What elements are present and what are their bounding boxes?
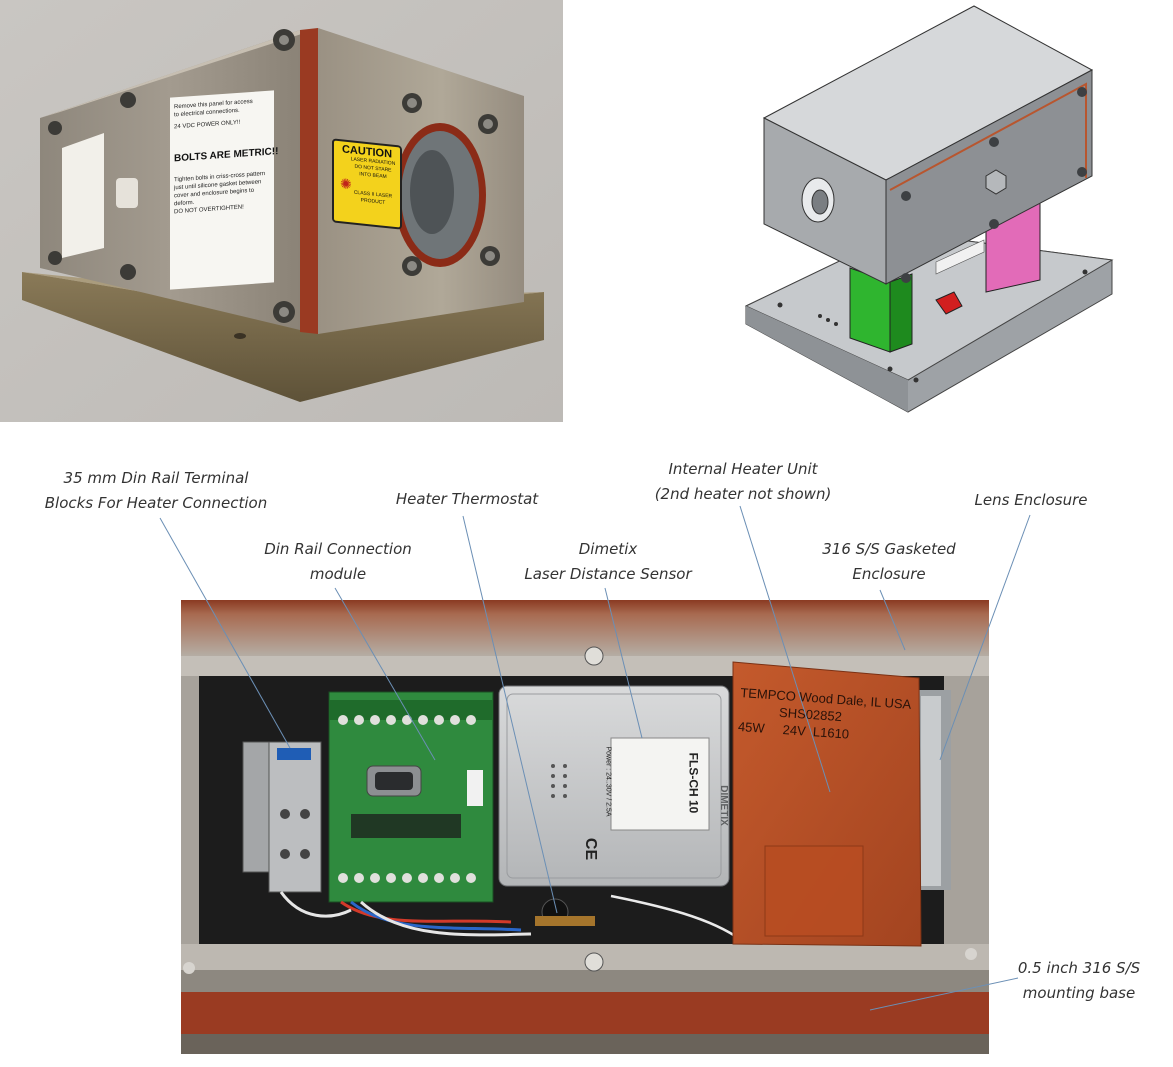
ce-mark: CE	[582, 837, 600, 861]
callout-line: Enclosure	[852, 565, 926, 583]
callout-line: 316 S/S Gasketed	[822, 540, 956, 558]
cad-model-render	[740, 0, 1120, 420]
bolts-top-line: 24 VDC POWER ONLY!!	[174, 119, 241, 131]
sensor-brand-label: DIMETIX	[717, 785, 729, 826]
callout-line: Lens Enclosure	[974, 491, 1088, 509]
callout-line: Dimetix	[578, 540, 638, 558]
callout-line: Blocks For Heater Connection	[44, 494, 268, 512]
callout-line: Internal Heater Unit	[668, 460, 818, 478]
callout-line: Heater Thermostat	[395, 490, 539, 508]
sensor-power-label: Power : 24..30V / 2.5A	[604, 746, 612, 817]
callout-din-rail-module: Din Rail Connection module	[248, 537, 428, 587]
callout-line: (2nd heater not shown)	[654, 485, 832, 503]
caution-line: CLASS II LASER PRODUCT	[353, 189, 393, 206]
bolts-heading: BOLTS ARE METRIC!!	[174, 146, 279, 165]
callout-laser-sensor: Dimetix Laser Distance Sensor	[512, 537, 704, 587]
callout-lens-enclosure: Lens Enclosure	[964, 488, 1098, 513]
sensor-model-label: FLS-CH 10	[686, 752, 701, 814]
callout-line: 0.5 inch 316 S/S	[1017, 959, 1141, 977]
bolts-are-metric-sticker: Remove this panel for access to electric…	[170, 90, 279, 290]
laser-starburst-icon: ✺	[340, 175, 352, 193]
callout-line: Din Rail Connection	[264, 540, 412, 558]
callout-din-rail-terminals: 35 mm Din Rail Terminal Blocks For Heate…	[40, 466, 272, 516]
enclosure-photo: Remove this panel for access to electric…	[0, 0, 563, 422]
callout-mounting-base: 0.5 inch 316 S/S mounting base	[1004, 956, 1154, 1006]
callout-internal-heater: Internal Heater Unit (2nd heater not sho…	[638, 457, 848, 507]
callout-line: module	[309, 565, 367, 583]
caution-sticker: CAUTION LASER RADIATION DO NOT STARE INT…	[332, 138, 402, 230]
callout-gasketed-enclosure: 316 S/S Gasketed Enclosure	[808, 537, 970, 587]
internal-components-photo: FLS-CH 10 Power : 24..30V / 2.5A DIMETIX…	[181, 600, 989, 1054]
callout-line: mounting base	[1022, 984, 1136, 1002]
callout-line: Laser Distance Sensor	[524, 565, 692, 583]
callout-line: 35 mm Din Rail Terminal	[63, 469, 249, 487]
callout-heater-thermostat: Heater Thermostat	[378, 487, 556, 512]
